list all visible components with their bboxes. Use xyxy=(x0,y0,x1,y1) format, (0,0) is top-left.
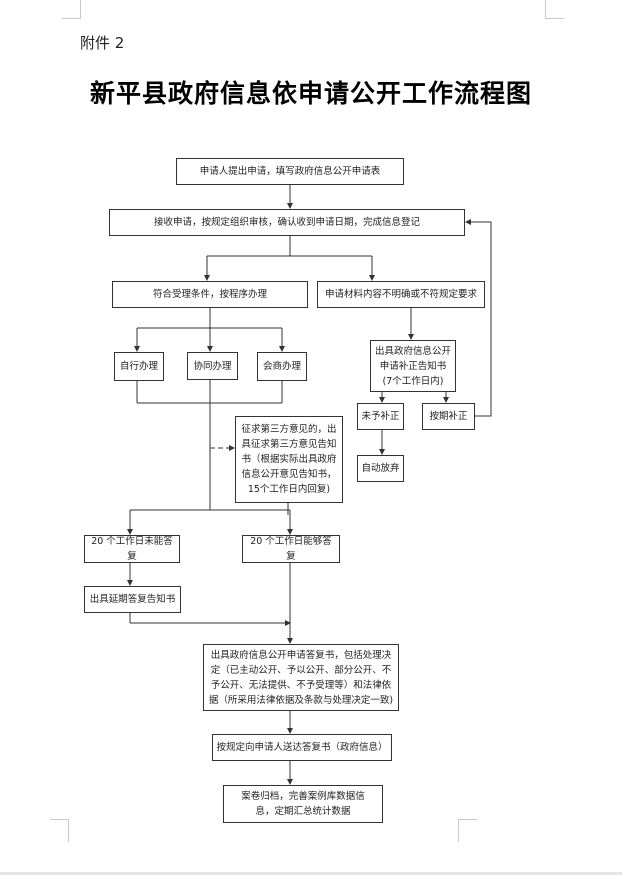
page-title: 新平县政府信息依申请公开工作流程图 xyxy=(89,79,532,108)
node-reply-letter: 出具政府信息公开申请答复书，包括处理决定（已主动公开、予以公开、部分公开、不予公… xyxy=(203,644,399,711)
node-receive: 接收申请，按规定组织审核，确认收到申请日期，完成信息登记 xyxy=(109,209,465,236)
node-auto-abandon: 自动放弃 xyxy=(357,455,404,482)
node-extension-notice: 出具延期答复告知书 xyxy=(84,586,181,613)
arrow-corrected-loop-back xyxy=(465,219,492,417)
node-can-reply-20: 20 个工作日能够答复 xyxy=(242,535,340,563)
node-self-handle: 自行办理 xyxy=(114,352,164,381)
crop-mark-top-right xyxy=(545,0,564,19)
node-unclear: 申请材料内容不明确或不符规定要求 xyxy=(317,281,485,308)
node-coop-handle: 协同办理 xyxy=(187,352,238,380)
node-submit: 申请人提出申请，填写政府信息公开申请表 xyxy=(176,158,404,185)
node-consult-handle: 会商办理 xyxy=(257,352,307,381)
crop-mark-bottom-left xyxy=(50,819,69,842)
node-deliver: 按规定向申请人送达答复书（政府信息） xyxy=(212,734,392,761)
crop-mark-bottom-right xyxy=(458,819,477,842)
node-third-party: 征求第三方意见的，出具征求第三方意见告知书（根据实际出具政府信息公开意见告知书，… xyxy=(235,416,343,503)
node-accept: 符合受理条件，按程序办理 xyxy=(112,281,308,308)
node-archive: 案卷归档，完善案例库数据信息，定期汇总统计数据 xyxy=(223,785,383,823)
node-not-corrected: 未予补正 xyxy=(357,403,404,430)
attachment-label: 附件 2 xyxy=(80,34,125,52)
node-cannot-reply-20: 20 个工作日未能答复 xyxy=(84,535,180,563)
node-corrected-on-time: 按期补正 xyxy=(422,403,475,430)
node-correction-notice: 出具政府信息公开申请补正告知书(7个工作日内) xyxy=(370,340,456,392)
crop-mark-top-left xyxy=(62,0,81,19)
page-bottom-edge xyxy=(0,872,622,875)
